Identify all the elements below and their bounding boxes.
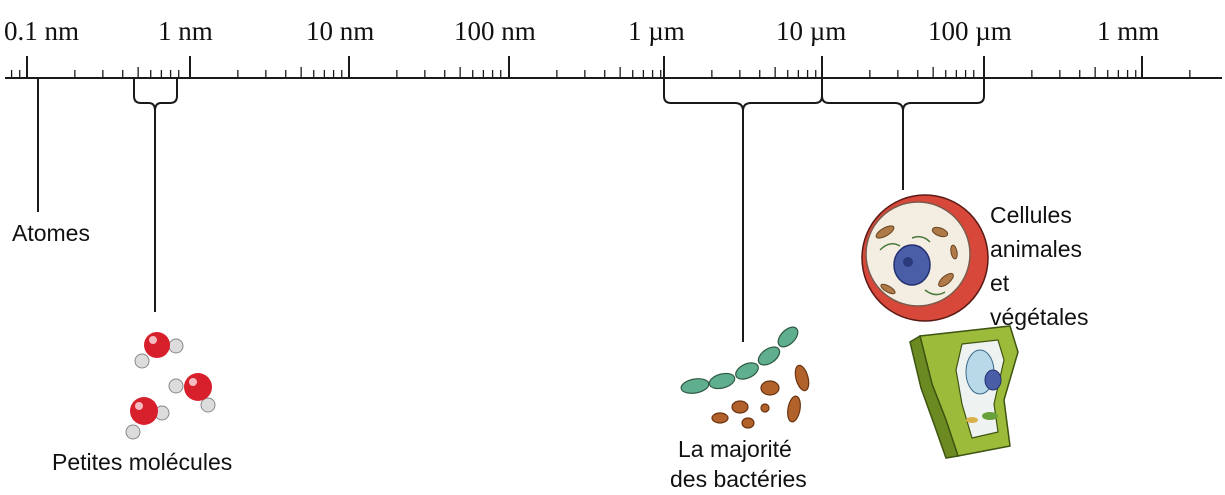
- label-1nm: 1 nm: [158, 16, 213, 46]
- plant-nucleus: [984, 369, 1002, 391]
- caption-bacteria-1: La majorité: [678, 436, 792, 462]
- label-100nm: 100 nm: [454, 16, 536, 46]
- bacteria-rods: [711, 364, 810, 429]
- water-molecule-1: [134, 332, 184, 369]
- scale-axis: [5, 56, 1222, 79]
- plant-cell-side: [909, 334, 959, 459]
- label-0-1nm: 0.1 nm: [4, 16, 79, 46]
- caption-cells-3: et: [990, 270, 1010, 296]
- bacteria-chain: [680, 326, 799, 394]
- caption-small-molecules: Petites molécules: [52, 449, 232, 475]
- caption-atoms: Atomes: [12, 220, 90, 246]
- label-1um: 1 µm: [628, 16, 685, 46]
- water-molecule-2: [168, 373, 216, 413]
- plant-organelle: [966, 417, 978, 423]
- captions: Atomes Petites molécules La majorité des…: [12, 202, 1088, 492]
- label-10nm: 10 nm: [306, 16, 374, 46]
- cell-er: [879, 235, 946, 296]
- bracket-small-molecules: [133, 78, 178, 312]
- bracket-bacteria: [663, 78, 823, 342]
- axis-ticks: [10, 56, 1191, 78]
- bacteria-illustration: [680, 326, 810, 429]
- animal-cell-illustration: [861, 194, 989, 322]
- bracket-cells: [821, 78, 985, 190]
- water-molecule-illustration: [125, 332, 216, 440]
- label-1mm: 1 mm: [1097, 16, 1159, 46]
- caption-cells-2: animales: [990, 236, 1082, 262]
- plant-cell-illustration: [909, 325, 1019, 459]
- range-brackets: [37, 78, 985, 342]
- water-molecule-3: [125, 397, 170, 440]
- caption-cells-1: Cellules: [990, 202, 1072, 228]
- cell-organelles: [875, 225, 958, 295]
- label-10um: 10 µm: [776, 16, 846, 46]
- scale-labels: 0.1 nm 1 nm 10 nm 100 nm 1 µm 10 µm 100 …: [4, 16, 1159, 46]
- caption-bacteria-2: des bactéries: [670, 466, 807, 492]
- plant-chloroplast: [982, 412, 998, 420]
- label-100um: 100 µm: [928, 16, 1012, 46]
